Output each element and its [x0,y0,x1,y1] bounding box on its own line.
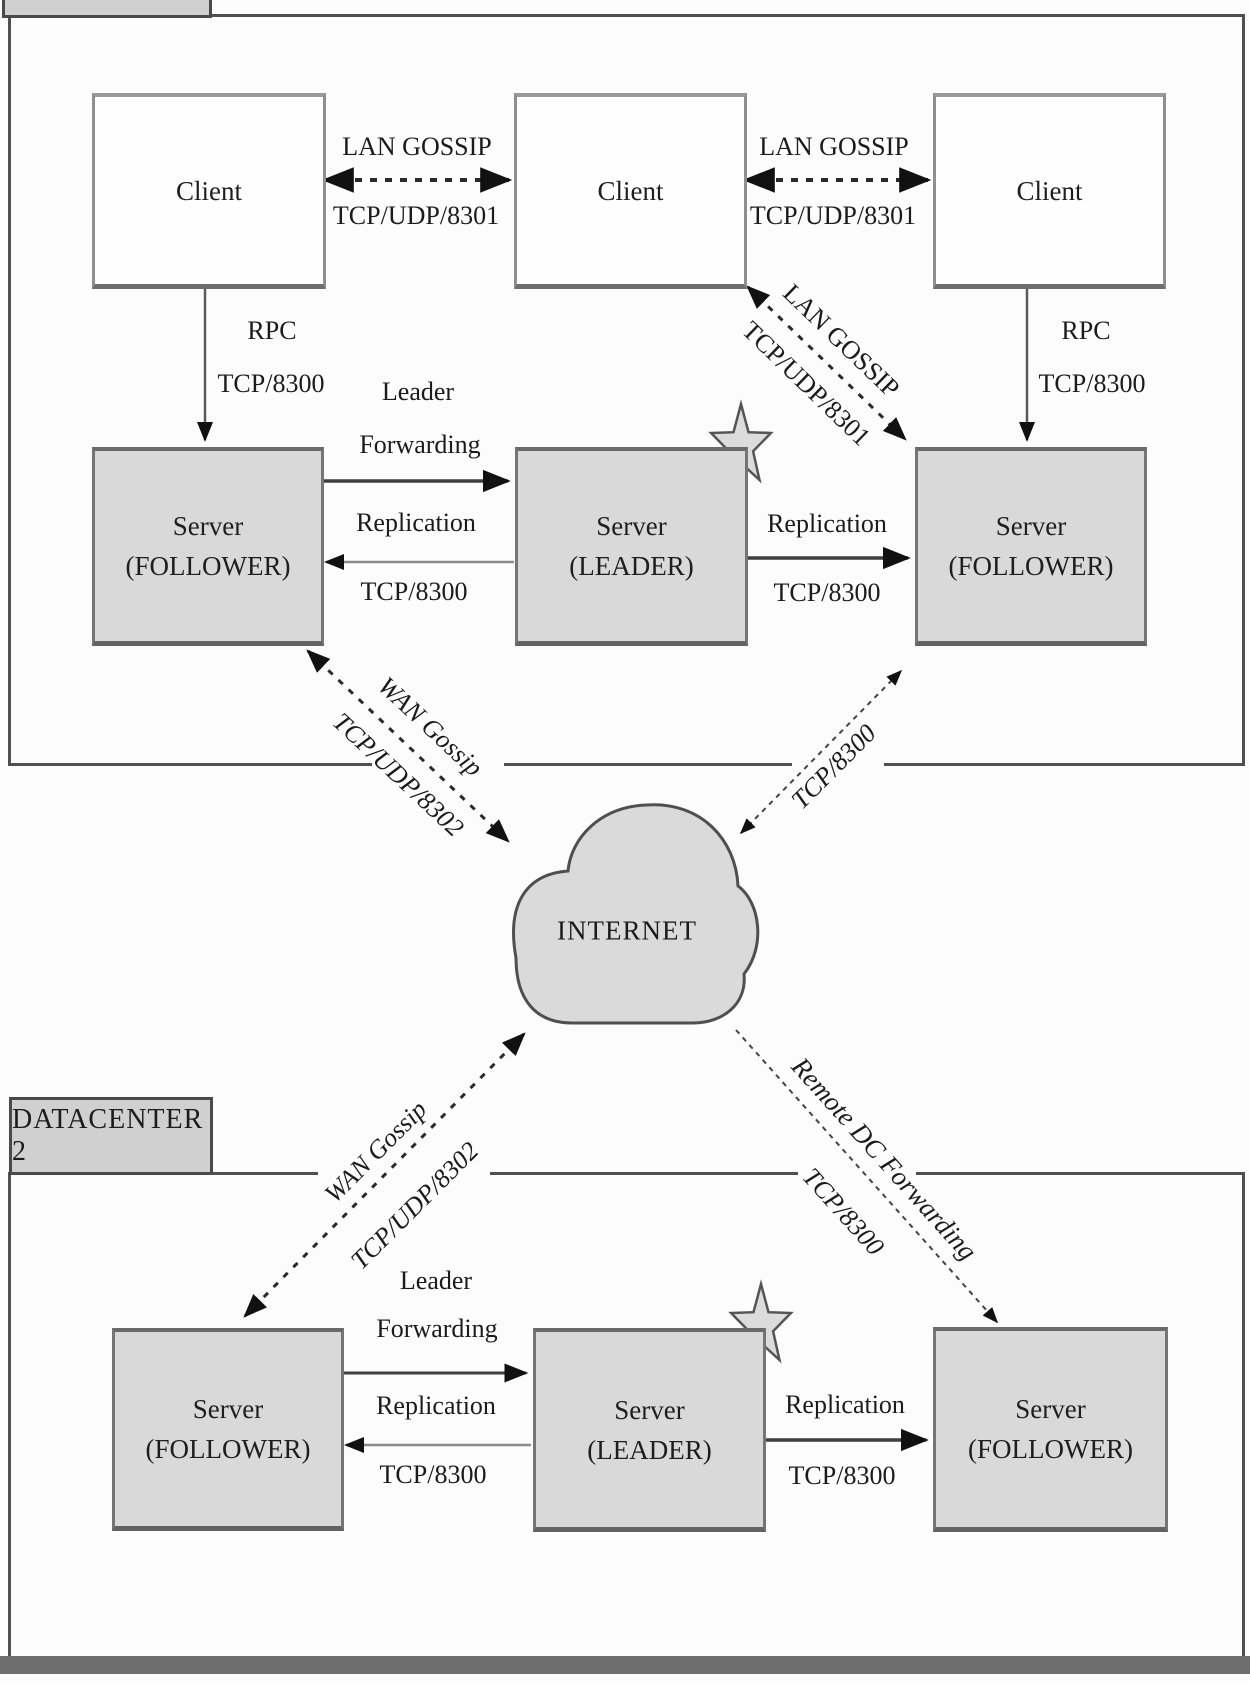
lan-gossip-label-2: LAN GOSSIP [759,132,909,161]
lan-gossip-port-1: TCP/UDP/8301 [332,201,500,230]
server-role: (FOLLOWER) [145,1434,311,1464]
client-node-2: Client [514,93,747,289]
leader-forwarding-label-line1-dc1: Leader [381,377,455,406]
datacenter2-tab: DATACENTER 2 [9,1097,213,1175]
client-label: Client [597,175,664,206]
lan-gossip-label-1: LAN GOSSIP [342,132,492,161]
server-role: (LEADER) [587,1434,712,1465]
wan-gossip-arrow-dc2 [243,1032,526,1318]
wan-gossip-arrow-dc1 [306,649,510,843]
server-leader-dc1: Server (LEADER) [515,447,748,646]
server-name: Server [1015,1394,1086,1424]
datacenter1-tab [2,0,212,18]
leader-forwarding-label-line2-dc2: Forwarding [376,1314,498,1343]
client-node-1: Client [92,93,326,289]
replication-label-right-dc2: Replication [785,1390,905,1419]
server-role: (FOLLOWER) [968,1434,1133,1464]
replication-port-left-dc1: TCP/8300 [360,577,468,606]
leader-forwarding-label-line1-dc2: Leader [399,1266,473,1295]
replication-label-left-dc2: Replication [376,1391,496,1420]
server-follower-dc2-left: Server (FOLLOWER) [112,1328,344,1531]
remote-dc-forwarding-arrow [735,1029,999,1324]
client-node-3: Client [933,93,1166,289]
client-label: Client [176,175,242,206]
internet-label: INTERNET [557,915,697,946]
server-role: (FOLLOWER) [948,551,1114,581]
lan-gossip-port-2: TCP/UDP/8301 [749,201,917,230]
tcp8300-diagonal-arrow [739,669,903,835]
replication-label-right-dc1: Replication [767,509,887,538]
internet-cloud [512,803,760,1025]
replication-port-left-dc2: TCP/8300 [379,1460,487,1489]
datacenter2-frame [8,1172,1245,1660]
datacenter1-frame [8,14,1245,766]
server-follower-dc1-left: Server (FOLLOWER) [92,447,324,646]
rpc-port-left: TCP/8300 [217,369,325,398]
server-role: (LEADER) [569,551,694,581]
server-name: Server [995,511,1067,541]
rpc-label-right: RPC [1061,316,1111,345]
client-label: Client [1016,175,1083,206]
lan-gossip-diagonal-arrow [746,285,907,441]
server-role: (FOLLOWER) [125,551,291,581]
rpc-label-left: RPC [247,316,297,345]
leader-forwarding-label-line2-dc1: Forwarding [359,430,481,459]
server-name: Server [172,511,244,541]
bottom-border-band [0,1656,1250,1674]
server-leader-dc2: Server (LEADER) [533,1328,766,1532]
server-name: Server [596,511,667,541]
replication-port-right-dc2: TCP/8300 [788,1461,896,1490]
replication-port-right-dc1: TCP/8300 [773,578,881,607]
rpc-port-right: TCP/8300 [1038,369,1146,398]
server-follower-dc1-right: Server (FOLLOWER) [915,447,1147,646]
server-name: Server [614,1394,685,1425]
replication-label-left-dc1: Replication [356,508,476,537]
server-name: Server [192,1394,264,1424]
frame-gap [798,1168,916,1180]
server-follower-dc2-right: Server (FOLLOWER) [933,1327,1168,1532]
